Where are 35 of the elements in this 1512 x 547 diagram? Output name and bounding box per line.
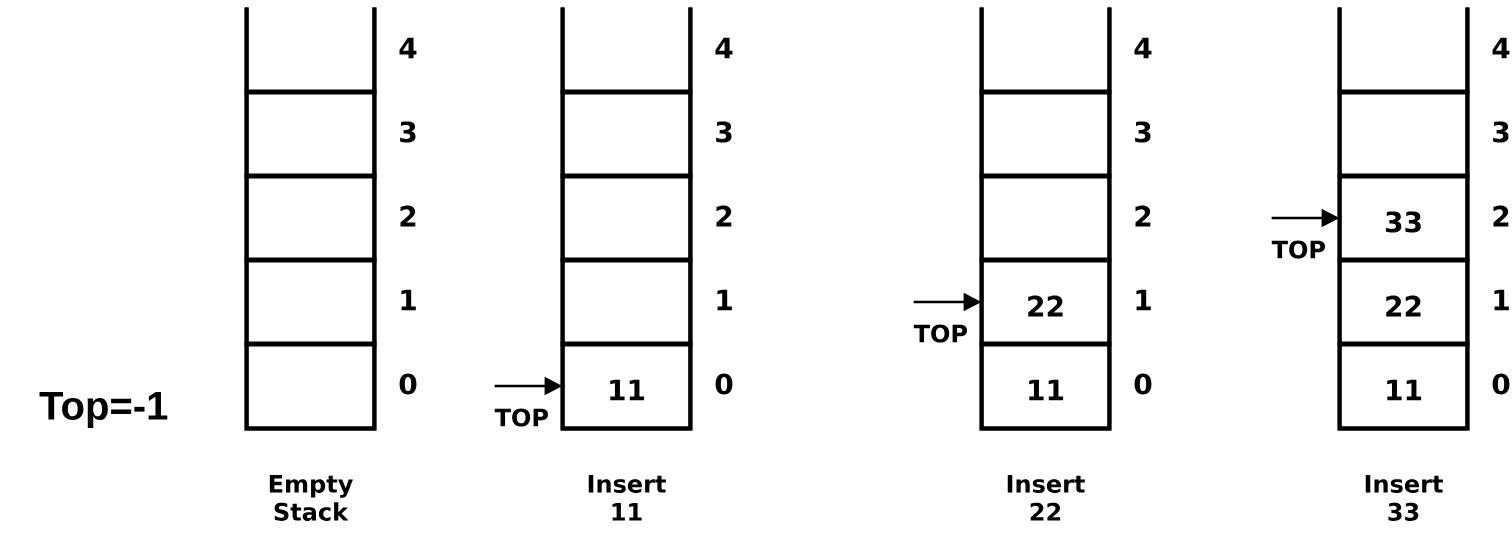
index-number: 3 bbox=[1135, 121, 1151, 143]
index-number: 2 bbox=[1493, 205, 1509, 227]
note-text: Top=-1 bbox=[39, 392, 168, 428]
stack-cell: 33 bbox=[1337, 173, 1470, 263]
index-number: 2 bbox=[400, 205, 416, 227]
index-number: 4 bbox=[715, 37, 733, 59]
stack-cell: 11 bbox=[1337, 341, 1470, 431]
stack-caption: Insert 11 bbox=[588, 475, 666, 521]
index-number: 2 bbox=[716, 205, 732, 227]
index-number: 3 bbox=[1493, 121, 1509, 143]
edge-label: TOP bbox=[1271, 240, 1325, 259]
index-number: 0 bbox=[715, 373, 733, 395]
index-number: 4 bbox=[1134, 37, 1152, 59]
stack-caption: Insert 33 bbox=[1365, 475, 1443, 521]
index-number: 0 bbox=[1492, 373, 1510, 395]
index-number: 2 bbox=[1135, 205, 1151, 227]
index-number: 1 bbox=[717, 289, 732, 311]
stack-cell: 11 bbox=[979, 341, 1112, 431]
index-number: 1 bbox=[1494, 289, 1509, 311]
stack-caption: Insert 22 bbox=[1007, 475, 1085, 521]
index-number: 0 bbox=[1134, 373, 1152, 395]
index-number: 3 bbox=[400, 121, 416, 143]
edge-label: TOP bbox=[913, 324, 967, 343]
index-number: 4 bbox=[399, 37, 417, 59]
stack-caption: Empty Stack bbox=[269, 475, 353, 521]
index-number: 1 bbox=[401, 289, 416, 311]
index-number: 4 bbox=[1492, 37, 1510, 59]
index-number: 1 bbox=[1136, 289, 1151, 311]
stack-cell: 22 bbox=[979, 257, 1112, 347]
stack-cell bbox=[244, 341, 377, 431]
edge-label: TOP bbox=[494, 408, 548, 427]
stack-cell: 11 bbox=[560, 341, 693, 431]
index-number: 3 bbox=[716, 121, 732, 143]
index-number: 0 bbox=[399, 373, 417, 395]
stack-cell: 22 bbox=[1337, 257, 1470, 347]
